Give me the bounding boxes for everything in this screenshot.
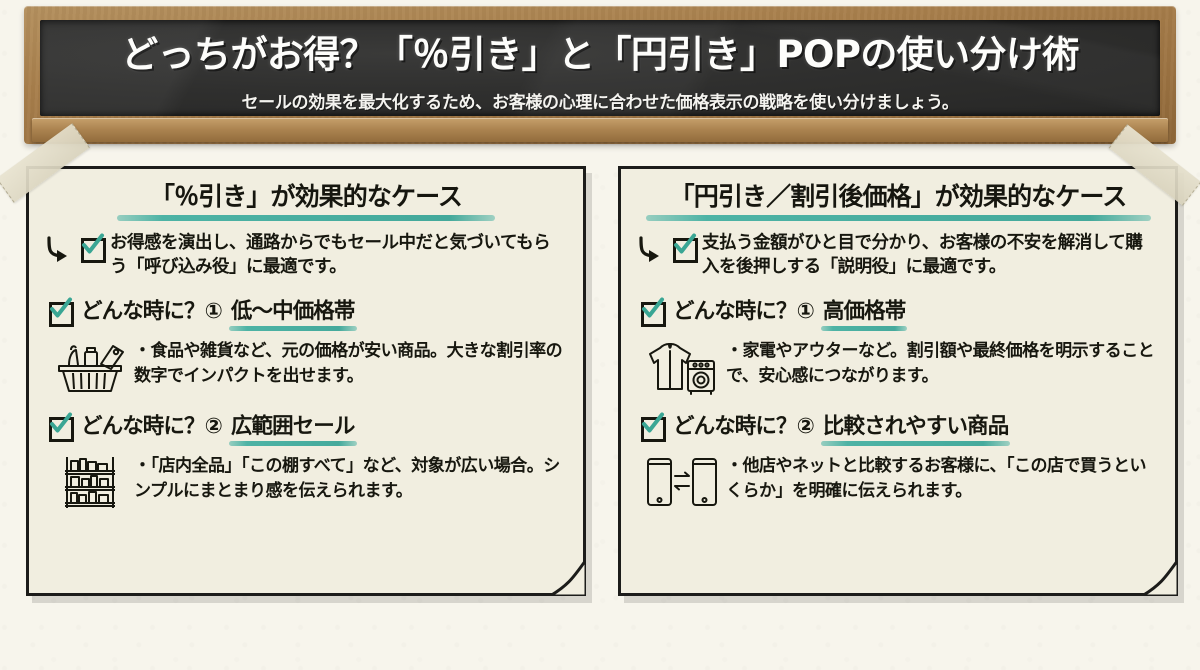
shopping-basket-pricetag-icon (58, 345, 124, 393)
section-wide-sale: どんな時に？② 広範囲セール ・「店内全品」「この棚すべて」など、対象が広い場合… (29, 395, 583, 510)
two-smartphones-compare-icon (647, 458, 717, 507)
checkbox-icon (639, 412, 666, 443)
section-low-mid-price: どんな時に？① 低〜中価格帯 ・食品や雑貨など、元の価格が安い商品。大きな割引率… (29, 280, 583, 395)
heading-underline (117, 214, 495, 221)
page-title: どっちがお得？「％引き」と「円引き」POPの使い分け術 (121, 33, 1079, 76)
card-percent-off[interactable]: 「％引き」が効果的なケース お得感を演出し、通路からでもセール中だと気づいてもら… (26, 166, 586, 596)
page-curl-corner (1139, 557, 1178, 596)
page-subtitle: セールの効果を最大化するため、お客様の心理に合わせた価格表示の戦略を使い分けまし… (241, 93, 959, 113)
section-body-text: ・家電やアウターなど。割引額や最終価格を明示することで、安心感につながります。 (726, 341, 1155, 386)
section-body: ・食品や雑貨など、元の価格が安い商品。大きな割引率の数字でインパクトを出せます。 (47, 325, 567, 395)
section-label-prefix: どんな時に？② (81, 414, 223, 440)
card-lead-text: お得感を演出し、通路からでもセール中だと気づいてもらう「呼び込み役」に最適です。 (110, 232, 551, 278)
section-title: どんな時に？① 低〜中価格帯 (47, 294, 567, 332)
card-yen-off[interactable]: 「円引き／割引後価格」が効果的なケース 支払う金額がひと目で分かり、お客様の不安… (618, 166, 1178, 596)
section-label-prefix: どんな時に？① (81, 299, 223, 325)
chalkboard-header: どっちがお得？「％引き」と「円引き」POPの使い分け術 セールの効果を最大化する… (24, 6, 1176, 144)
section-label-highlight: 低〜中価格帯 (228, 294, 357, 332)
curved-arrow-icon (47, 235, 67, 262)
jacket-washing-machine-icon (649, 343, 715, 396)
section-body-text: ・「店内全品」「この棚すべて」など、対象が広い場合。シンプルにまとまり感を伝えら… (134, 456, 560, 501)
heading-underline (645, 214, 1151, 221)
section-body: ・他店やネットと比較するお客様に、「この店で買うといくらか」を明確に伝えられます… (639, 440, 1159, 510)
checkbox-icon (47, 412, 74, 443)
section-label-highlight: 高価格帯 (820, 294, 908, 332)
chalkboard-wooden-frame: どっちがお得？「％引き」と「円引き」POPの使い分け術 セールの効果を最大化する… (24, 6, 1176, 144)
section-high-price: どんな時に？① 高価格帯 ・家電やアウターなど。割引額や最終価格を明示することで… (621, 280, 1175, 396)
card-header: 「円引き／割引後価格」が効果的なケース (621, 169, 1175, 221)
section-body: ・「店内全品」「この棚すべて」など、対象が広い場合。シンプルにまとまり感を伝えら… (47, 440, 567, 510)
section-label-highlight: 広範囲セール (228, 409, 357, 447)
section-title: どんな時に？① 高価格帯 (639, 294, 1159, 332)
section-body-text: ・他店やネットと比較するお客様に、「この店で買うといくらか」を明確に伝えられます… (726, 456, 1147, 501)
section-label-prefix: どんな時に？② (673, 414, 815, 440)
curved-arrow-icon (639, 235, 659, 262)
page-curl-corner (547, 557, 586, 596)
section-compared-products: どんな時に？② 比較されやすい商品 ・他店やネットと比較するお客様に、「この店で… (621, 395, 1175, 510)
checkbox-icon (671, 233, 698, 263)
section-title: どんな時に？② 広範囲セール (47, 409, 567, 447)
section-label-highlight: 比較されやすい商品 (820, 409, 1011, 447)
card-header: 「％引き」が効果的なケース (29, 169, 583, 221)
section-body-text: ・食品や雑貨など、元の価格が安い商品。大きな割引率の数字でインパクトを出せます。 (134, 341, 563, 386)
card-lead: 支払う金額がひと目で分かり、お客様の不安を解消して購入を後押しする「説明役」に最… (621, 221, 1175, 281)
store-shelf-icon (65, 457, 115, 509)
checkbox-icon (79, 233, 106, 263)
section-body: ・家電やアウターなど。割引額や最終価格を明示することで、安心感につながります。 (639, 325, 1159, 396)
section-label-prefix: どんな時に？① (673, 299, 815, 325)
checkbox-icon (47, 297, 74, 328)
card-lead: お得感を演出し、通路からでもセール中だと気づいてもらう「呼び込み役」に最適です。 (29, 221, 583, 281)
chalk-tray (32, 118, 1168, 142)
card-heading: 「円引き／割引後価格」が効果的なケース (669, 182, 1128, 211)
section-title: どんな時に？② 比較されやすい商品 (639, 409, 1159, 447)
card-heading: 「％引き」が効果的なケース (149, 182, 463, 211)
checkbox-icon (639, 297, 666, 328)
card-lead-text: 支払う金額がひと目で分かり、お客様の不安を解消して購入を後押しする「説明役」に最… (702, 232, 1143, 278)
chalkboard-surface: どっちがお得？「％引き」と「円引き」POPの使い分け術 セールの効果を最大化する… (40, 20, 1160, 116)
